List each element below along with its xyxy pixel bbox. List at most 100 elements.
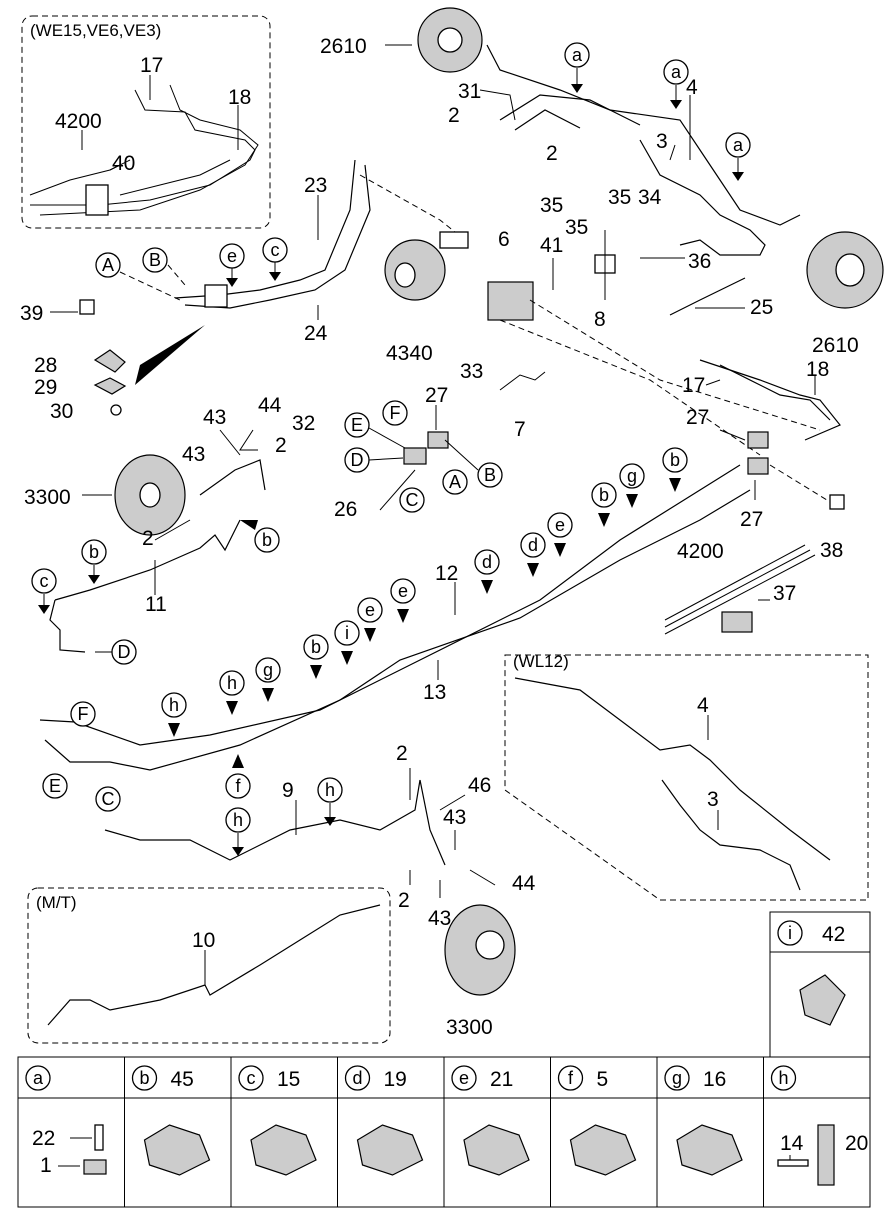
part-2-e-label: 2 bbox=[396, 742, 408, 765]
callout-l12_b3-circle bbox=[303, 634, 329, 660]
line-11-assembly: 43 43 44 32 2 2 3300 11 b b c D bbox=[24, 394, 315, 665]
part-27-c-label: 27 bbox=[740, 508, 763, 531]
callout-l12_e2-letter: e bbox=[398, 581, 408, 601]
svg-text:C: C bbox=[102, 789, 115, 809]
legend-cell-circle bbox=[344, 1065, 371, 1091]
part-10-label: 10 bbox=[192, 929, 215, 952]
callout-a-2: a bbox=[663, 59, 689, 109]
callout-l12_g1-letter: g bbox=[627, 466, 637, 486]
part-30-label: 30 bbox=[50, 400, 73, 423]
part-44-a-label: 44 bbox=[258, 394, 282, 417]
legend-cell-letter: b bbox=[139, 1068, 149, 1088]
legend-clip-shape bbox=[143, 1124, 211, 1176]
callout-a-1: a bbox=[564, 42, 590, 93]
part-43-b-label: 43 bbox=[182, 443, 205, 466]
part-2-upper-b-label: 2 bbox=[546, 142, 558, 165]
callout-l12_h2-arrow bbox=[168, 723, 180, 737]
part-4340-label: 4340 bbox=[386, 342, 433, 365]
callout-b-11a: b bbox=[240, 520, 280, 553]
part-38-label: 38 bbox=[820, 539, 843, 562]
callout-l12_f-letter: f bbox=[235, 776, 241, 796]
part-46-label: 46 bbox=[468, 774, 491, 797]
legend-a-part-22: 22 bbox=[32, 1127, 55, 1150]
callout-l12_b1-arrow bbox=[669, 478, 681, 492]
part-4200-b-label: 4200 bbox=[677, 540, 724, 563]
part-32-label: 32 bbox=[292, 412, 315, 435]
legend-clip-shape bbox=[676, 1124, 743, 1176]
part-7-label: 7 bbox=[514, 418, 526, 441]
we15-frame-title: (WE15,VE6,VE3) bbox=[30, 21, 161, 40]
callout-l12_b2-arrow bbox=[598, 513, 610, 527]
wl12-frame: (WL12) 4 3 bbox=[504, 652, 869, 901]
callout-l12_e2-arrow bbox=[397, 609, 409, 623]
part-34-label: 34 bbox=[638, 186, 662, 209]
legend-clip-shape bbox=[569, 1124, 637, 1176]
callout-h-9b: h bbox=[317, 777, 343, 826]
callout-l12_d1-circle bbox=[520, 532, 546, 558]
svg-text:e: e bbox=[227, 246, 237, 266]
callout-l12_e3-arrow bbox=[364, 628, 376, 642]
svg-text:C: C bbox=[406, 490, 419, 510]
legend-a-parts: 22 1 bbox=[32, 1124, 107, 1177]
part-26-label: 26 bbox=[334, 498, 357, 521]
legend-i-number: 42 bbox=[822, 923, 845, 946]
part-3300-a-label: 3300 bbox=[24, 486, 71, 509]
svg-text:h: h bbox=[233, 810, 243, 830]
callout-l12_g2-letter: g bbox=[263, 660, 273, 680]
legend-clip-shape bbox=[356, 1124, 424, 1176]
callout-h-9a: h bbox=[225, 807, 251, 856]
legend-cell-circle bbox=[25, 1065, 51, 1091]
part-6-label: 6 bbox=[498, 228, 510, 251]
svg-text:b: b bbox=[89, 542, 99, 562]
callout-c-upper: c bbox=[262, 237, 288, 281]
mt-frame-title: (M/T) bbox=[36, 893, 77, 912]
callout-l12_e1-arrow bbox=[554, 543, 566, 557]
callout-l12_e2-circle bbox=[390, 578, 416, 604]
legend-cell-number: 5 bbox=[597, 1068, 609, 1091]
callout-l12_e3-letter: e bbox=[365, 600, 375, 620]
callout-l12_g1-circle bbox=[619, 463, 645, 489]
legend-cell-letter: d bbox=[352, 1068, 362, 1088]
part-17-b-label: 17 bbox=[682, 374, 705, 397]
callout-l12_g2-circle bbox=[255, 657, 281, 683]
callout-l12_e3-circle bbox=[357, 597, 383, 623]
callout-l12_F-letter: F bbox=[78, 704, 89, 724]
legend-cell-circle bbox=[451, 1065, 477, 1091]
part-17-label: 17 bbox=[140, 54, 163, 77]
callout-e-upper: e bbox=[219, 243, 245, 287]
callout-l12_d1-arrow bbox=[527, 563, 539, 577]
part-23-label: 23 bbox=[304, 174, 327, 197]
svg-text:B: B bbox=[149, 250, 161, 270]
callout-l12_e1-letter: e bbox=[555, 515, 565, 535]
part-4200-label: 4200 bbox=[55, 110, 102, 133]
legend-cell-number: 16 bbox=[703, 1068, 726, 1091]
callout-l12_i-arrow bbox=[341, 651, 353, 665]
part-4-label: 4 bbox=[686, 76, 698, 99]
part-27-b-label: 27 bbox=[686, 406, 709, 429]
callout-F: F bbox=[382, 400, 408, 426]
part-9-label: 9 bbox=[282, 779, 294, 802]
part-3-wl12-label: 3 bbox=[707, 788, 719, 811]
part-18-b-label: 18 bbox=[806, 358, 829, 381]
callout-l12_d2-arrow bbox=[481, 580, 493, 594]
part-27-label: 27 bbox=[425, 384, 448, 407]
svg-text:h: h bbox=[325, 780, 335, 800]
callout-A-upper: A bbox=[95, 252, 181, 301]
callout-c-11: c bbox=[31, 568, 57, 614]
svg-text:a: a bbox=[572, 45, 583, 65]
part-2-upper-label: 2 bbox=[448, 104, 460, 127]
master-cylinder-area: 23 24 4340 A B e c 39 28 bbox=[20, 159, 469, 423]
callout-l12_f-circle bbox=[225, 773, 251, 799]
legend-cell-number: 21 bbox=[490, 1068, 513, 1091]
legend-cell-circle bbox=[131, 1065, 158, 1091]
valve-block-area: 6 41 35 35 35 34 36 8 25 33 7 17 18 bbox=[460, 186, 841, 456]
legend-clip-shape bbox=[463, 1124, 530, 1176]
callout-l12_g1-arrow bbox=[626, 494, 638, 508]
svg-text:E: E bbox=[351, 415, 363, 435]
part-11-label: 11 bbox=[145, 593, 167, 616]
right-connectors: 27 27 38 bbox=[686, 406, 845, 562]
callout-D-11: D bbox=[95, 639, 137, 665]
legend-cell-letter: c bbox=[247, 1068, 256, 1088]
